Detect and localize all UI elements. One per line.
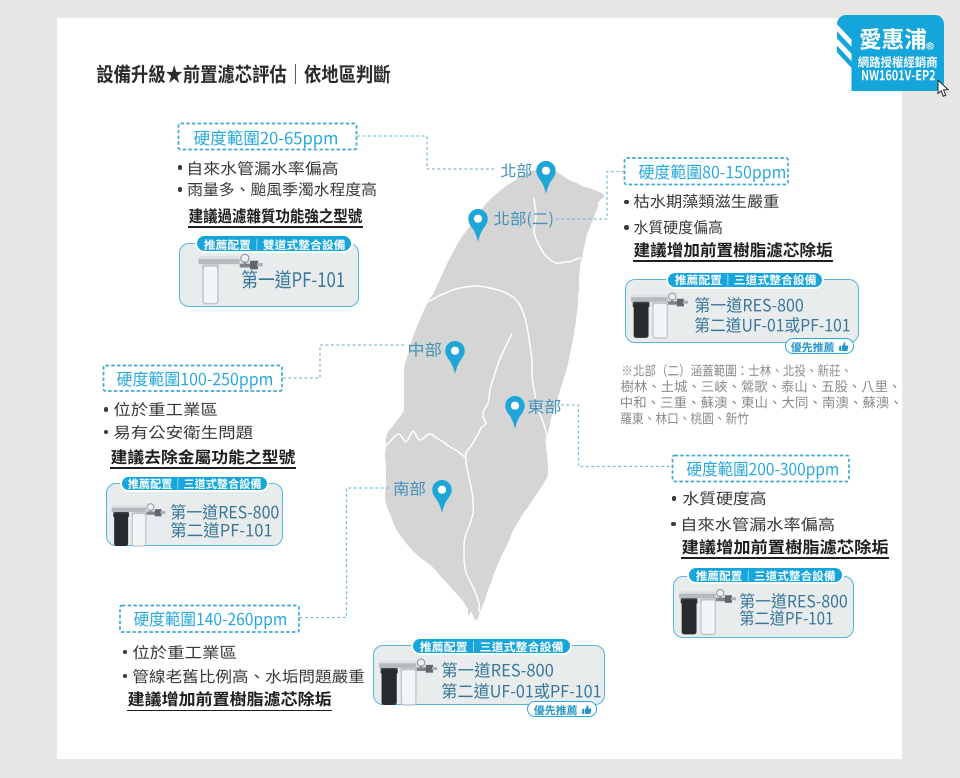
svg-text:R: R: [928, 44, 932, 50]
